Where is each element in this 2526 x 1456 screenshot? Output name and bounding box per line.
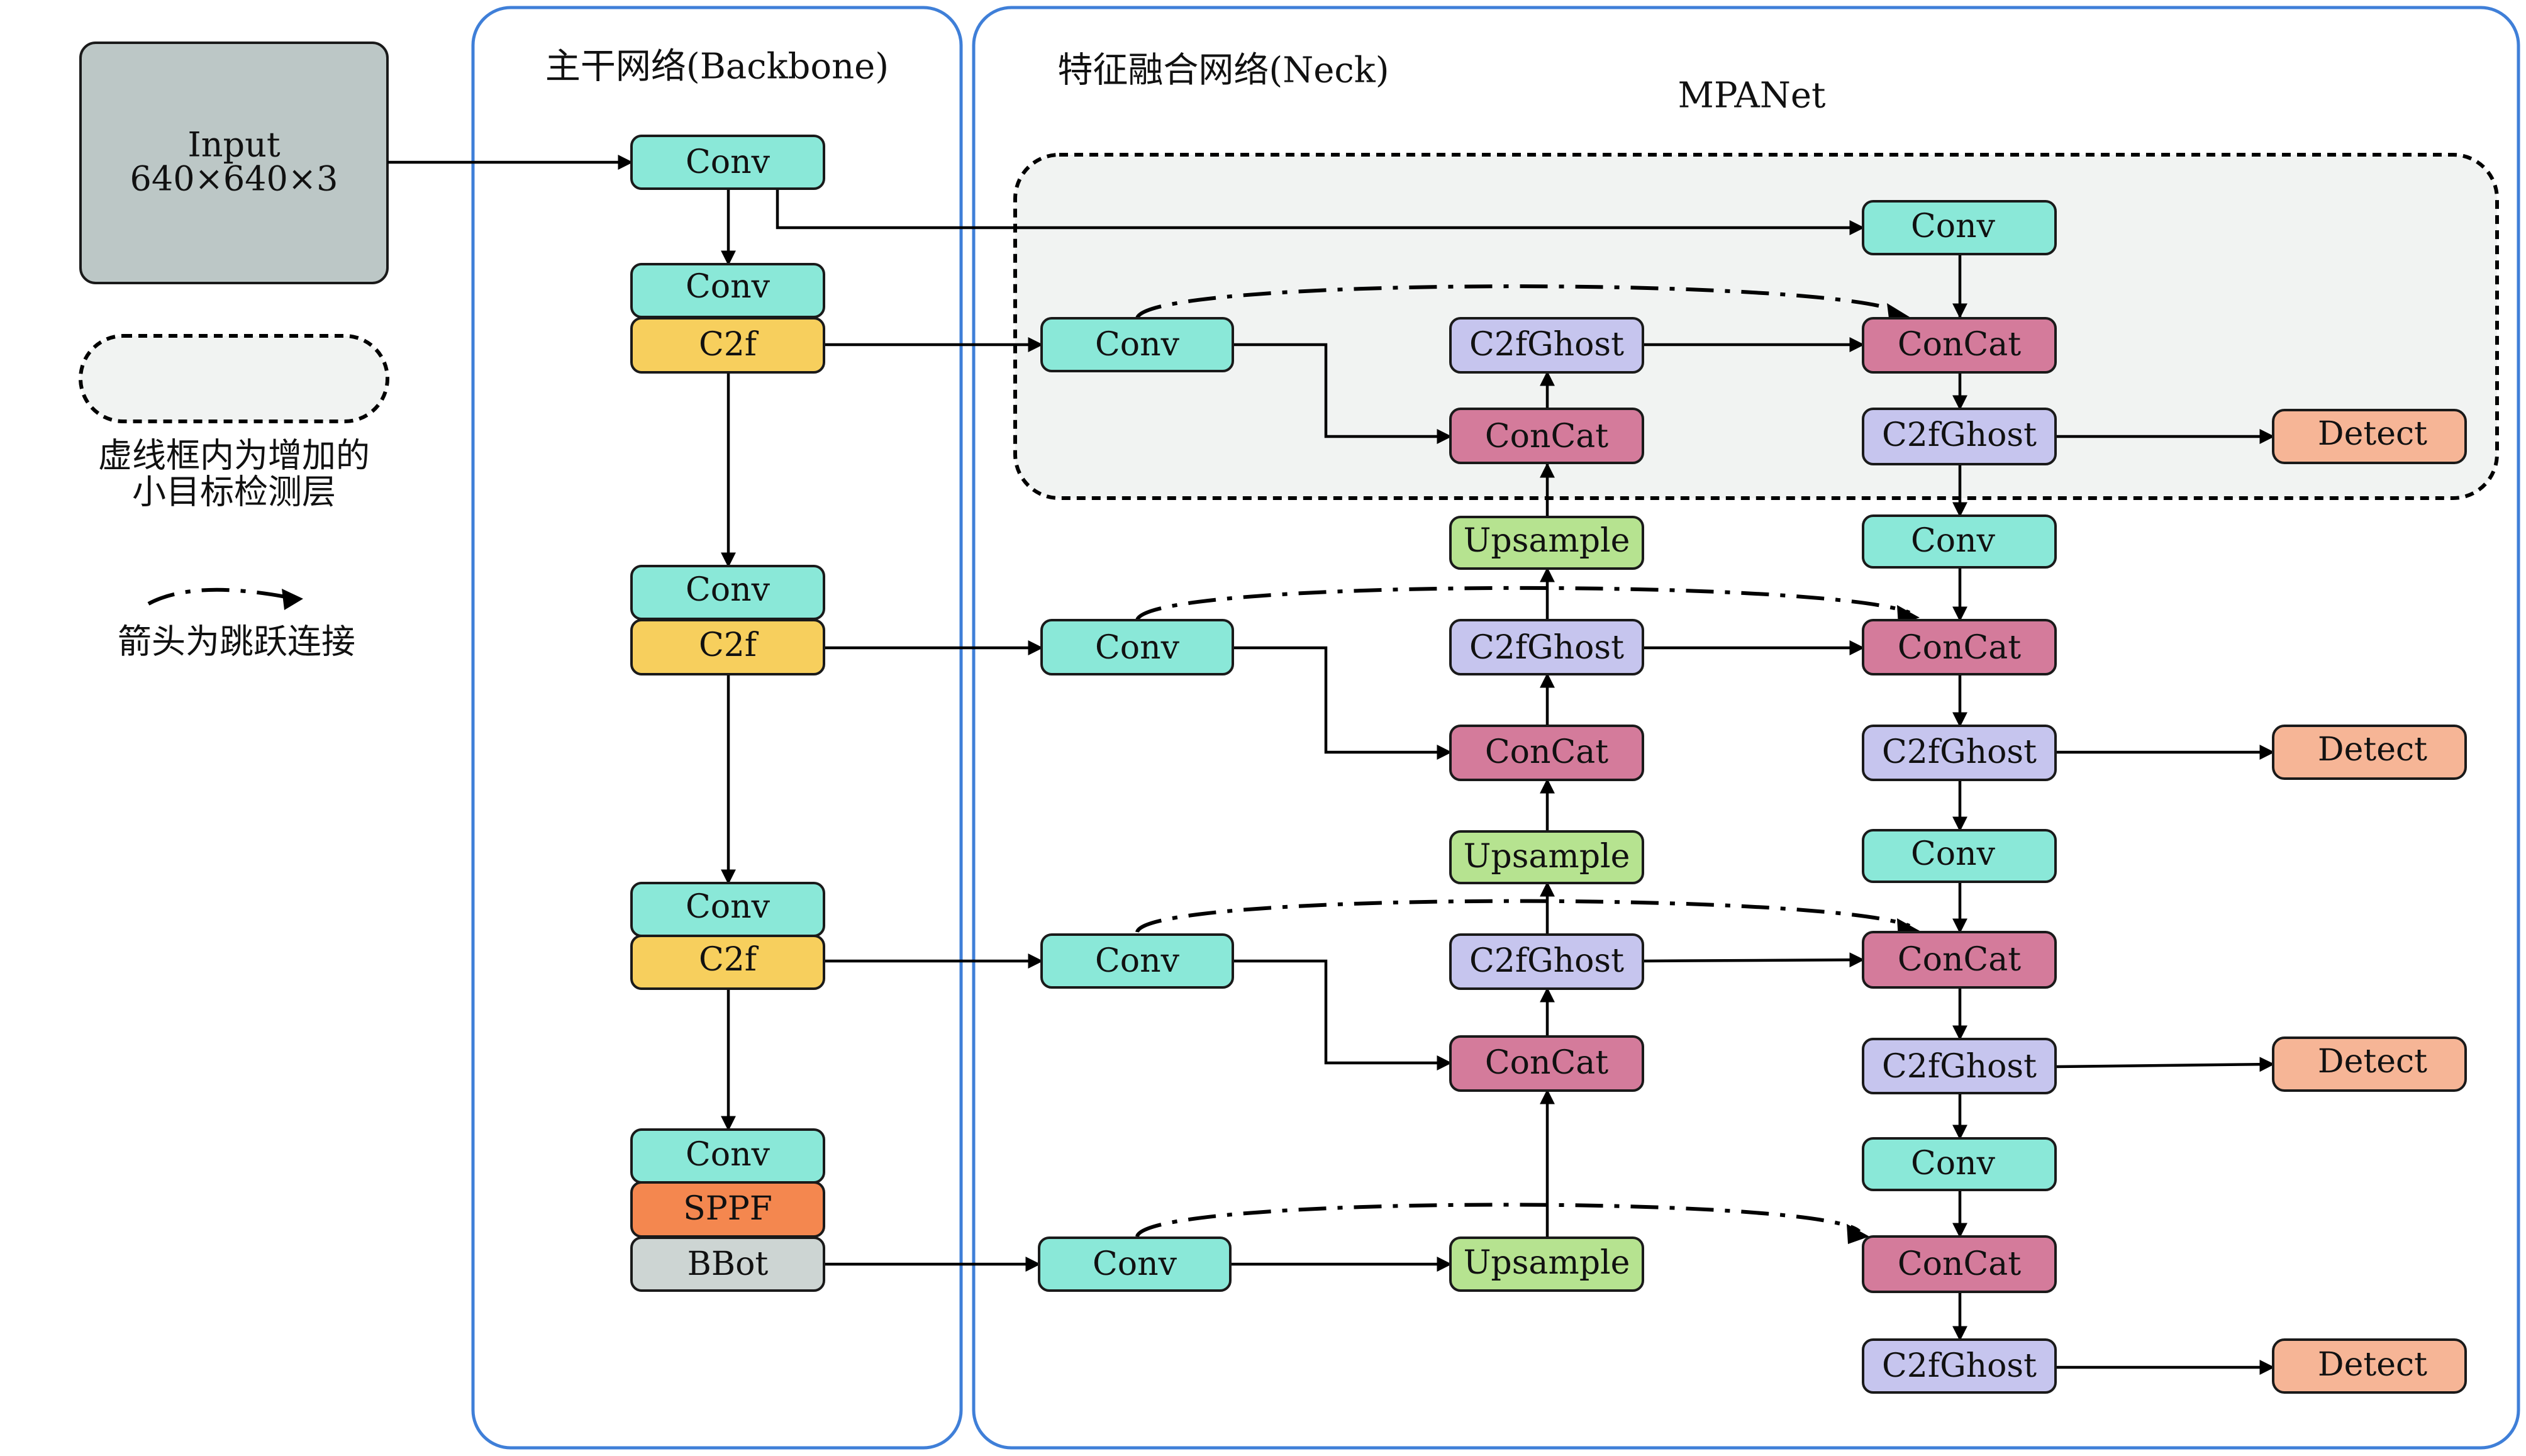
backbone-conv-2-label: Conv <box>686 268 771 306</box>
legend-dashed-text-line2: 小目标检测层 <box>132 472 336 512</box>
neck-concat-right-3-label: ConCat <box>1898 941 2021 979</box>
neck-conv-left-2-label: Conv <box>1095 629 1180 667</box>
neck-concat-right-4-label: ConCat <box>1898 1245 2021 1283</box>
detect-head-3-label: Detect <box>2318 1043 2427 1081</box>
neck-panel <box>972 6 2520 1450</box>
neck-concat-right-1-label: ConCat <box>1898 326 2021 364</box>
neck-title: 特征融合网络(Neck) <box>1057 50 1389 91</box>
detect-head-2: Detect <box>2272 725 2467 780</box>
backbone-panel <box>471 6 963 1450</box>
neck-conv-left-4-label: Conv <box>1093 1245 1177 1283</box>
neck-c2fghost-right-2: C2fGhost <box>1862 725 2057 781</box>
legend-dashed-text-line1: 虚线框内为增加的 <box>98 436 370 475</box>
neck-concat-mid-1: ConCat <box>1449 408 1644 464</box>
backbone-bbot-label: BBot <box>687 1245 769 1283</box>
neck-concat-mid-3-label: ConCat <box>1485 1044 1608 1082</box>
neck-conv-right-4: Conv <box>1862 1137 2057 1191</box>
backbone-c2f-3: C2f <box>630 935 825 990</box>
backbone-conv-1: Conv <box>630 135 825 190</box>
neck-concat-right-2: ConCat <box>1862 619 2057 675</box>
neck-conv-left-1-label: Conv <box>1095 326 1180 364</box>
backbone-conv-2: Conv <box>630 263 825 318</box>
neck-concat-mid-2: ConCat <box>1449 725 1644 781</box>
detect-head-1-label: Detect <box>2318 415 2427 453</box>
connections <box>387 155 2275 1375</box>
backbone-conv-5: Conv <box>630 1128 825 1184</box>
backbone-c2f-3-label: C2f <box>699 941 759 979</box>
neck-upsample-3-label: Upsample <box>1464 1244 1630 1282</box>
neck-c2fghost-right-1: C2fGhost <box>1862 408 2057 465</box>
backbone-conv-4: Conv <box>630 882 825 937</box>
backbone-c2f-1-label: C2f <box>699 326 759 364</box>
neck-c2fghost-right-3-label: C2fGhost <box>1882 1048 2037 1086</box>
neck-c2fghost-mid-2-label: C2fGhost <box>1469 629 1624 667</box>
backbone-conv-4-label: Conv <box>686 888 771 926</box>
legend-skip-text: 箭头为跳跃连接 <box>118 622 355 662</box>
neck-conv-left-3-label: Conv <box>1095 942 1180 980</box>
neck-c2fghost-mid-1: C2fGhost <box>1449 317 1644 374</box>
detect-head-4-label: Detect <box>2318 1346 2427 1384</box>
neck-c2fghost-mid-2: C2fGhost <box>1449 619 1644 675</box>
detect-head-3: Detect <box>2272 1036 2467 1092</box>
extra-detection-region <box>1013 153 2499 500</box>
neck-conv-left-3: Conv <box>1040 933 1234 989</box>
neck-conv-left-2: Conv <box>1040 619 1234 675</box>
backbone-title: 主干网络(Backbone) <box>545 47 889 87</box>
neck-c2fghost-right-4: C2fGhost <box>1862 1338 2057 1394</box>
neck-upsample-3: Upsample <box>1449 1236 1644 1292</box>
neck-upsample-1-label: Upsample <box>1464 522 1630 560</box>
neck-upsample-2-label: Upsample <box>1464 838 1630 875</box>
detect-head-2-label: Detect <box>2318 731 2427 769</box>
backbone-sppf-label: SPPF <box>683 1190 772 1228</box>
neck-c2fghost-mid-3: C2fGhost <box>1449 933 1644 990</box>
neck-conv-left-1: Conv <box>1040 317 1234 372</box>
mpanet-title: MPANet <box>1678 75 1826 116</box>
backbone-sppf: SPPF <box>630 1181 825 1238</box>
neck-c2fghost-mid-3-label: C2fGhost <box>1469 942 1624 980</box>
neck-conv-right-1: Conv <box>1862 200 2057 255</box>
neck-upsample-1: Upsample <box>1449 516 1644 570</box>
backbone-conv-3: Conv <box>630 565 825 620</box>
neck-conv-right-3-label: Conv <box>1911 835 1996 873</box>
neck-upsample-2: Upsample <box>1449 830 1644 884</box>
detect-head-1: Detect <box>2272 409 2467 464</box>
neck-concat-right-1: ConCat <box>1862 317 2057 374</box>
neck-conv-right-2: Conv <box>1862 514 2057 569</box>
legend-dashed-box <box>79 334 389 423</box>
neck-conv-right-2-label: Conv <box>1911 522 1996 560</box>
neck-conv-right-4-label: Conv <box>1911 1145 1996 1182</box>
backbone-conv-1-label: Conv <box>686 143 771 181</box>
backbone-c2f-2: C2f <box>630 619 825 675</box>
backbone-bbot: BBot <box>630 1236 825 1292</box>
backbone-c2f-2-label: C2f <box>699 626 759 664</box>
detect-head-4: Detect <box>2272 1338 2467 1394</box>
backbone-conv-3-label: Conv <box>686 571 771 609</box>
neck-conv-right-1-label: Conv <box>1911 208 1996 245</box>
neck-c2fghost-mid-1-label: C2fGhost <box>1469 326 1624 364</box>
input-label: Input <box>187 125 280 165</box>
neck-conv-right-3: Conv <box>1862 829 2057 883</box>
backbone-c2f-1: C2f <box>630 317 825 374</box>
neck-conv-left-4: Conv <box>1038 1236 1232 1292</box>
neck-concat-mid-1-label: ConCat <box>1485 418 1608 455</box>
neck-c2fghost-right-4-label: C2fGhost <box>1882 1347 2037 1385</box>
neck-concat-mid-2-label: ConCat <box>1485 733 1608 771</box>
neck-c2fghost-right-1-label: C2fGhost <box>1882 416 2037 454</box>
input-size-label: 640×640×3 <box>130 159 338 199</box>
backbone-conv-5-label: Conv <box>686 1136 771 1174</box>
neck-concat-right-2-label: ConCat <box>1898 629 2021 667</box>
legend-skip-arrow <box>147 587 296 606</box>
legend-skip-arrowhead <box>282 589 303 610</box>
neck-concat-right-3: ConCat <box>1862 931 2057 989</box>
neck-concat-mid-3: ConCat <box>1449 1035 1644 1092</box>
neck-concat-right-4: ConCat <box>1862 1235 2057 1293</box>
neck-c2fghost-right-2-label: C2fGhost <box>1882 733 2037 771</box>
neck-c2fghost-right-3: C2fGhost <box>1862 1038 2057 1094</box>
